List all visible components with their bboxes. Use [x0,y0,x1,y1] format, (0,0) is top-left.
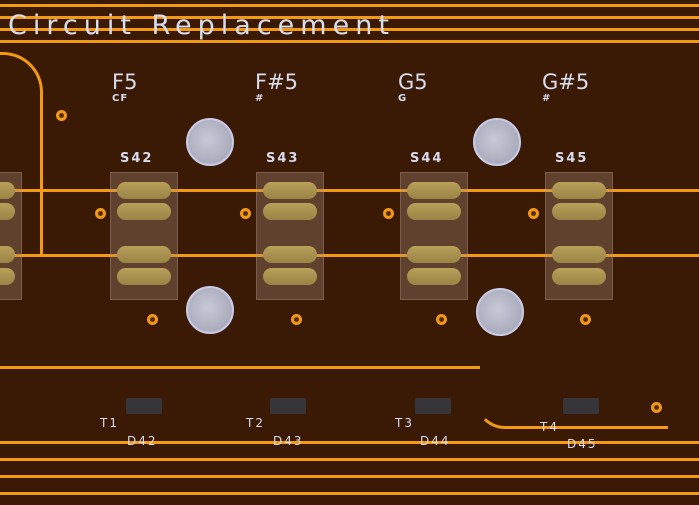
transistor-label: T1 [100,416,119,430]
diode-label: D44 [420,434,451,448]
switch-label: S45 [555,151,589,166]
trace [0,28,699,31]
via [291,314,302,325]
trace [0,492,699,495]
diode-label: D45 [567,437,598,451]
transistor-t2[interactable] [270,398,306,414]
switch-label: S43 [266,151,300,166]
note-sub-fs5: # [255,93,265,104]
trace [0,254,699,257]
via [383,208,394,219]
note-label-gs5: G#5 [542,70,590,94]
mounting-hole [473,118,521,166]
transistor-t3[interactable] [415,398,451,414]
note-sub-f5: CF [112,93,129,104]
switch-pad-s44[interactable] [400,172,468,300]
switch-pad-partial-left [0,172,22,300]
transistor-label: T3 [395,416,414,430]
via [528,208,539,219]
note-label-g5: G5 [398,70,428,94]
via [240,208,251,219]
note-label-fs5: F#5 [255,70,299,94]
transistor-t1[interactable] [126,398,162,414]
trace [0,366,480,369]
mounting-hole [186,286,234,334]
transistor-t4[interactable] [563,398,599,414]
note-label-f5: F5 [112,70,138,94]
via [436,314,447,325]
switch-pad-s45[interactable] [545,172,613,300]
trace [0,16,699,19]
diode-label: D42 [127,434,158,448]
trace [0,40,699,43]
via [580,314,591,325]
transistor-label: T4 [540,420,559,434]
switch-pad-s43[interactable] [256,172,324,300]
mounting-hole [476,288,524,336]
trace-jog [475,366,668,429]
diode-label: D43 [273,434,304,448]
trace [0,458,699,461]
via [95,208,106,219]
board-title: Circuit Replacement [8,10,395,41]
transistor-label: T2 [246,416,265,430]
trace [0,4,699,7]
switch-pad-s42[interactable] [110,172,178,300]
via [147,314,158,325]
switch-label: S44 [410,151,444,166]
trace [0,475,699,478]
via [56,110,67,121]
mounting-hole [186,118,234,166]
switch-label: S42 [120,151,154,166]
note-sub-g5: G [398,93,408,104]
trace [0,441,699,444]
trace [0,189,699,192]
note-sub-gs5: # [542,93,552,104]
